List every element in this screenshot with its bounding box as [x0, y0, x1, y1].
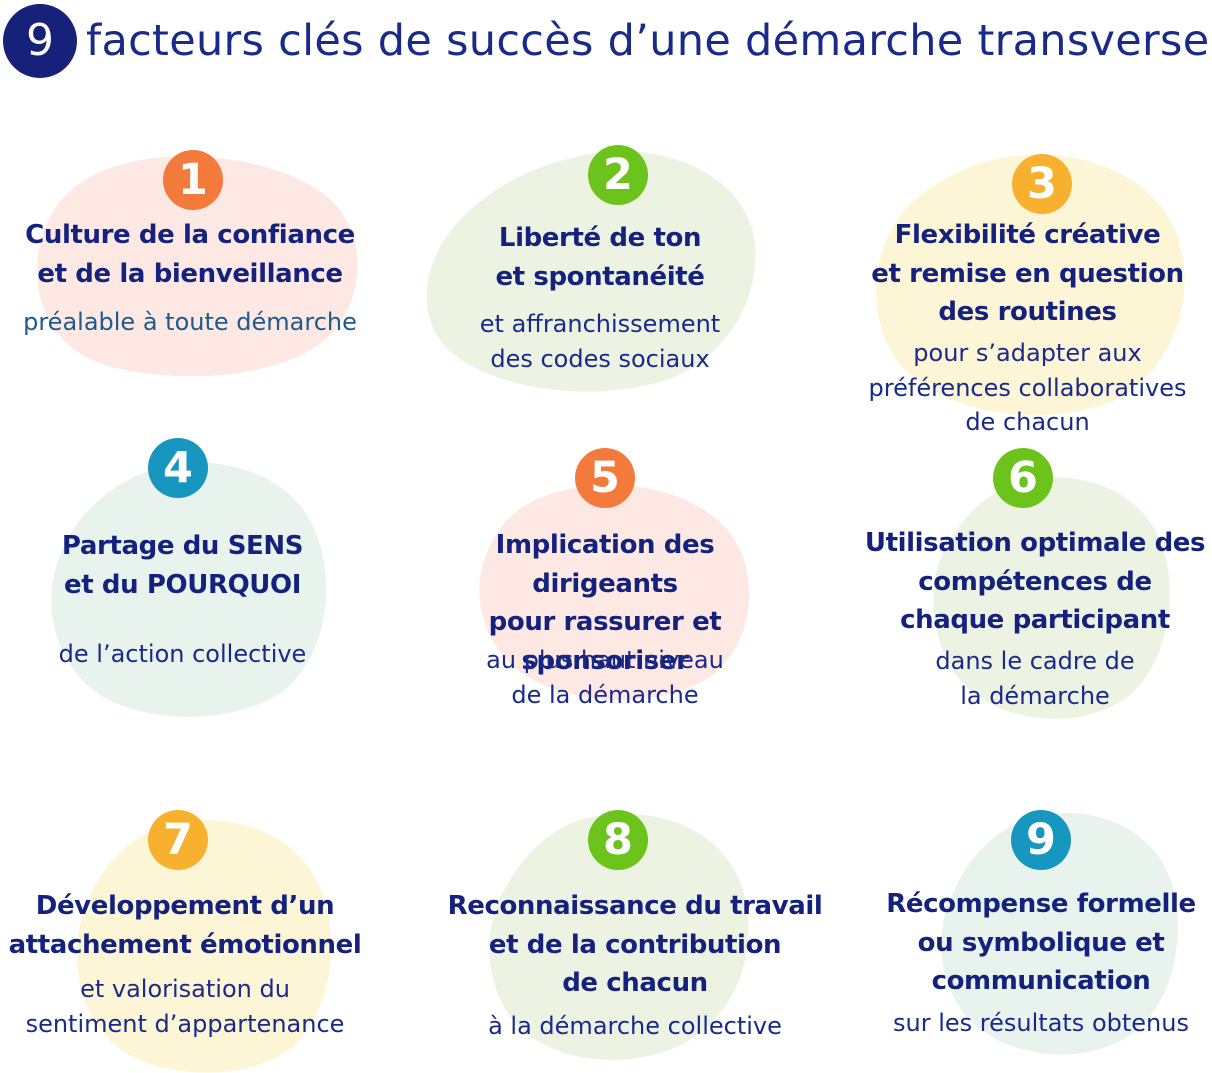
factor-card-2: 2 Liberté de ton et spontanéité et affra… [410, 145, 790, 385]
factor-subtitle: à la démarche collective [488, 1012, 782, 1040]
factor-title: Reconnaissance du travail et de la contr… [447, 891, 823, 998]
blob-9 [941, 813, 1178, 1055]
blob-5 [479, 484, 750, 700]
factor-subtitle: et affranchissement des codes sociaux [479, 310, 721, 373]
factor-card-8: 8 Reconnaissance du travail et de la con… [435, 810, 835, 1060]
blob-8 [489, 813, 749, 1060]
factor-card-6: 6 Utilisation optimale des compétences d… [855, 448, 1212, 718]
factor-number-badge: 7 [148, 810, 208, 870]
factor-number-badge: 3 [1012, 154, 1072, 214]
blob-4 [51, 462, 327, 717]
factor-number-badge: 2 [588, 145, 648, 205]
factor-card-3: 3 Flexibilité créative et remise en ques… [845, 150, 1210, 440]
factor-subtitle: dans le cadre de la démarche [935, 647, 1135, 710]
factor-title: Développement d’un attachement émotionne… [8, 891, 362, 960]
factor-number-badge: 8 [588, 810, 648, 870]
factor-number-badge: 9 [1011, 810, 1071, 870]
blob-6 [933, 477, 1170, 719]
factor-number-badge: 5 [575, 448, 635, 508]
blob-7 [77, 820, 332, 1073]
blob-2 [426, 151, 756, 392]
header-number-badge: 9 [3, 4, 77, 78]
blob-1 [37, 156, 358, 377]
factor-subtitle: pour s’adapter aux préférences collabora… [868, 339, 1187, 436]
factor-title: Culture de la confiance et de la bienvei… [25, 220, 355, 289]
factor-title: Flexibilité créative et remise en questi… [871, 220, 1184, 327]
blob-3 [876, 154, 1185, 416]
factor-card-5: 5 Implication des dirigeants pour rassur… [420, 448, 790, 718]
factor-subtitle: et valorisation du sentiment d’appartena… [25, 975, 345, 1038]
factor-number-badge: 4 [148, 438, 208, 498]
factor-number-badge: 1 [163, 150, 223, 210]
factor-card-7: 7 Développement d’un attachement émotion… [0, 810, 370, 1065]
factor-title: Récompense formelle ou symbolique et com… [886, 889, 1196, 996]
page-title: facteurs clés de succès d’une démarche t… [86, 16, 1210, 66]
factor-title: Implication des dirigeants pour rassurer… [488, 530, 722, 676]
factor-subtitle: au plus haut niveau de la démarche [486, 646, 724, 709]
page-header: 9 facteurs clés de succès d’une démarche… [0, 0, 1212, 85]
factor-title: Utilisation optimale des compétences de … [864, 528, 1206, 635]
factor-card-4: 4 Partage du SENS et du POURQUOI de l’ac… [0, 438, 365, 698]
factor-subtitle: sur les résultats obtenus [893, 1009, 1189, 1037]
factor-subtitle: de l’action collective [58, 640, 307, 668]
factor-card-9: 9 Récompense formelle ou symbolique et c… [870, 810, 1212, 1060]
factor-number-badge: 6 [993, 448, 1053, 508]
factor-title: Partage du SENS et du POURQUOI [61, 531, 304, 600]
factor-subtitle: préalable à toute démarche [23, 308, 357, 336]
factor-card-1: 1 Culture de la confiance et de la bienv… [0, 150, 380, 390]
factor-title: Liberté de ton et spontanéité [495, 223, 705, 292]
